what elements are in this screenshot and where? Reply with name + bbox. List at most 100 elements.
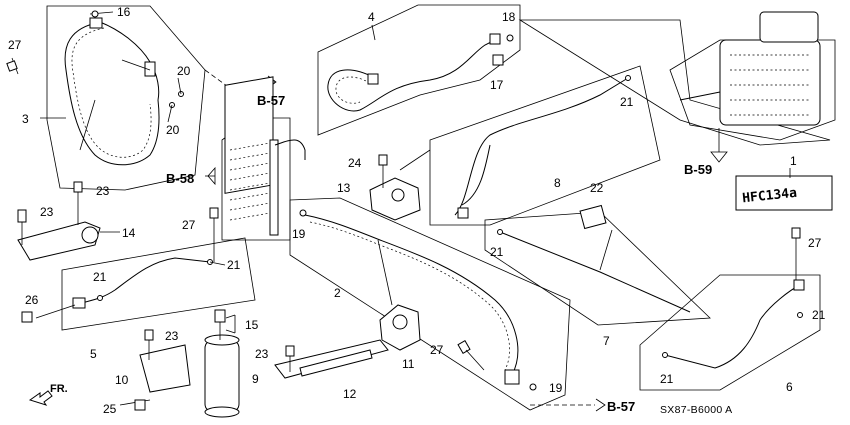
bolt-23-bracket10 (144, 329, 154, 341)
o-ring-19-top (299, 209, 307, 217)
callout-12: 12 (343, 387, 357, 401)
ref-b58: B-58 (166, 171, 194, 186)
valve-17 (492, 54, 504, 66)
condenser-core (224, 76, 274, 194)
leader-20a (177, 77, 182, 95)
hose-4-end-fitting (489, 33, 501, 45)
group-5-outline (61, 237, 256, 331)
pipe-6 (664, 284, 801, 369)
bolt-27-head (6, 60, 18, 72)
receiver-assembly (119, 309, 240, 418)
hose-4-fitting (367, 73, 379, 85)
label-plate-1 (735, 175, 833, 211)
callout-15: 15 (245, 318, 259, 332)
callout-labels: 1 2 3 4 5 6 7 8 9 10 11 12 13 14 15 16 1… (8, 5, 826, 416)
leader-21-pipe5-end (209, 261, 226, 266)
bracket-12-assembly (274, 339, 389, 379)
group-7-outline (484, 211, 711, 326)
ref-b57-bottom: B-57 (607, 399, 635, 414)
o-ring-21-pipe6 (662, 352, 668, 358)
callout-21-pipe5: 21 (93, 270, 107, 284)
group-8-outline (429, 65, 661, 226)
callout-22: 22 (590, 181, 604, 195)
bolt-25-head (134, 399, 146, 411)
callout-7: 7 (603, 334, 610, 348)
arrow-b57-bottom (595, 398, 606, 412)
callout-19-top: 19 (292, 227, 306, 241)
callout-20-bottom: 20 (166, 123, 180, 137)
callout-11: 11 (402, 357, 415, 371)
group-part-3 (6, 5, 206, 191)
clamp-13-assembly (369, 149, 431, 221)
o-ring-21-pipe7 (497, 229, 503, 235)
hose-2-end-fitting (504, 369, 520, 385)
leader-13-to-pipe8 (399, 149, 431, 171)
pipe-8 (454, 77, 629, 216)
bolt-27-left (6, 57, 19, 75)
bracket-14-assembly (17, 181, 120, 261)
clip-16 (91, 10, 99, 18)
bolt-23-bracket12 (285, 345, 295, 357)
callout-23-bracket10: 23 (165, 329, 179, 343)
condenser-pipe (274, 139, 306, 160)
callout-27-right: 27 (808, 236, 822, 250)
group-part-8 (429, 65, 661, 226)
group-3-outline (46, 5, 206, 191)
leader-hose2-to-11 (377, 239, 393, 306)
callout-21-pipe8: 21 (620, 95, 634, 109)
pipe-6-fitting (793, 279, 805, 291)
group-6-outline (639, 274, 821, 391)
callout-16: 16 (117, 5, 131, 19)
bolt-26-shank (35, 304, 76, 319)
callout-13: 13 (337, 181, 351, 195)
pipe-8-fitting (457, 207, 469, 219)
bolt-24-head (378, 154, 388, 166)
callout-27-condenser: 27 (182, 218, 196, 232)
hose-2-hatch (309, 221, 510, 371)
callout-27-left: 27 (8, 38, 22, 52)
callout-21-pipe5-end: 21 (227, 258, 241, 272)
group-part-4 (317, 4, 521, 136)
evaporator-pipe (679, 91, 721, 101)
front-label: FR. (50, 383, 68, 395)
callout-19-bottom: 19 (549, 381, 563, 395)
clamp-11-hole (392, 314, 408, 330)
o-ring-21-pipe8 (625, 75, 631, 81)
callout-10: 10 (115, 373, 129, 387)
evaporator-top (759, 11, 819, 43)
pipe-8-lower (461, 144, 491, 206)
callout-17: 17 (490, 78, 504, 92)
pipe-5-fitting (72, 297, 86, 309)
callout-23-left: 23 (40, 205, 54, 219)
callout-14: 14 (122, 226, 136, 240)
receiver-drier-9-top (204, 334, 240, 346)
bolt-27-condenser-head (209, 207, 219, 219)
condenser-assembly (205, 76, 306, 241)
hose-4-hatch (335, 76, 371, 104)
callout-21-pipe7: 21 (490, 245, 504, 259)
o-ring-19-bottom (529, 383, 537, 391)
discharge-hose-4 (327, 39, 496, 112)
o-ring-21-pipe6-right (797, 312, 803, 318)
bolt-26-head (21, 311, 33, 323)
ref-b57-top: B-57 (257, 93, 285, 108)
leader-4 (371, 24, 376, 41)
callout-3: 3 (22, 112, 29, 126)
group-2-outline (289, 197, 571, 411)
group-part-5 (21, 237, 256, 331)
reference-labels: B-57 B-57 B-58 B-59 (166, 93, 712, 414)
ref-b59: B-59 (684, 162, 712, 177)
bolt-23-left-head (17, 209, 27, 223)
callout-4: 4 (368, 10, 375, 24)
receiver-drier-9-bottom (204, 406, 240, 418)
o-ring-18 (506, 34, 514, 42)
pipe-7 (499, 231, 691, 313)
group-part-2 (289, 197, 571, 411)
suction-hose-3-upper (99, 21, 160, 101)
leader-hose-body (79, 99, 96, 151)
b59-pointer (710, 151, 728, 163)
callout-5: 5 (90, 347, 97, 361)
leader-22 (599, 229, 613, 271)
evaporator-unit (719, 39, 821, 126)
bracket-12-slot (299, 349, 373, 377)
